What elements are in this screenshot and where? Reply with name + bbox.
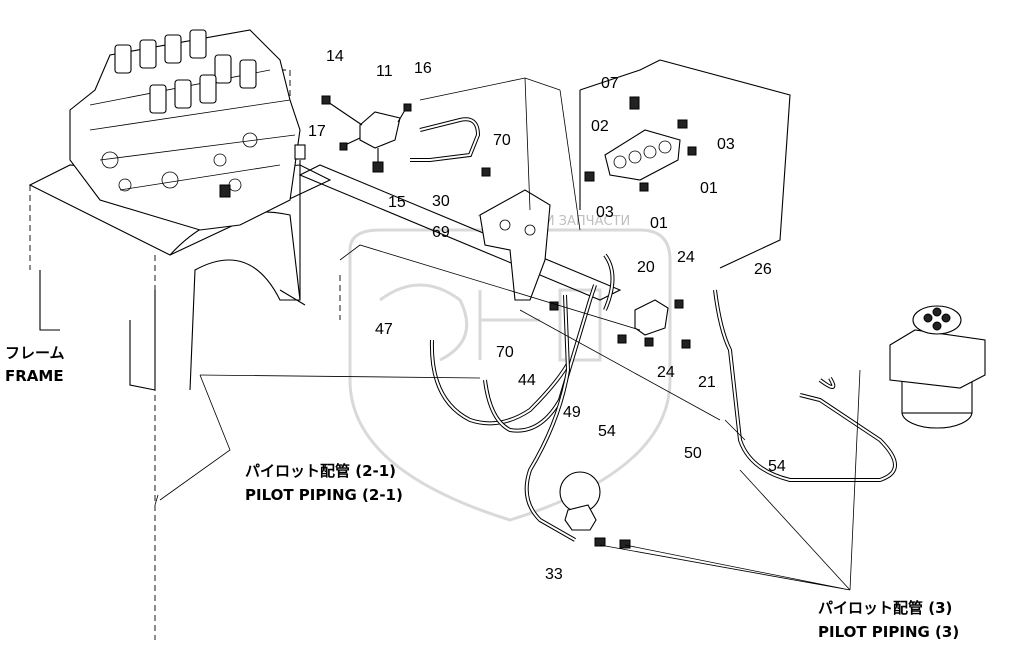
frame-caption-jp: フレーム [5, 344, 65, 362]
part-label-07: 07 [601, 75, 619, 92]
leader-lines [154, 77, 861, 591]
part-label-47: 47 [375, 321, 393, 338]
part-label-03b: 03 [596, 204, 614, 221]
control-valve [69, 29, 306, 231]
pilot-piping-21-caption-jp: パイロット配管 (2-1) [245, 462, 396, 480]
accumulator [559, 471, 631, 549]
frame-caption-en: FRAME [5, 367, 64, 385]
part-label-54a: 54 [598, 423, 616, 440]
part-label-03a: 03 [717, 136, 735, 153]
part-label-24b: 24 [657, 364, 675, 381]
part-label-50: 50 [684, 445, 702, 462]
valve-assembly-02 [579, 59, 791, 269]
part-label-44: 44 [518, 372, 536, 389]
part-label-24a: 24 [677, 249, 695, 266]
pilot-piping-3-caption-en: PILOT PIPING (3) [818, 623, 959, 641]
watermark-logo: ТЕХНИКА И ЗАПЧАСТИ [348, 214, 672, 522]
part-label-14: 14 [326, 48, 344, 65]
part-label-70b: 70 [496, 344, 514, 361]
swivel-joint [889, 305, 986, 429]
hose-30 [410, 117, 481, 162]
part-label-33: 33 [545, 566, 563, 583]
frame-outline [28, 69, 332, 640]
part-label-01a: 01 [700, 180, 718, 197]
bracket-plate [479, 167, 559, 311]
part-label-20: 20 [637, 259, 655, 276]
part-label-17: 17 [308, 123, 326, 140]
part-label-54b: 54 [768, 458, 786, 475]
part-label-16: 16 [414, 60, 432, 77]
pilot-piping-21-caption-en: PILOT PIPING (2-1) [245, 486, 403, 504]
part-label-11: 11 [376, 63, 393, 80]
part-label-30: 30 [432, 193, 450, 210]
part-label-70a: 70 [493, 132, 511, 149]
part-label-26: 26 [754, 261, 772, 278]
mounting-rail [298, 164, 622, 320]
captions: フレーム FRAME パイロット配管 (2-1) PILOT PIPING (2… [5, 344, 959, 641]
pilot-piping-3-caption-jp: パイロット配管 (3) [818, 599, 952, 617]
part-label-21: 21 [698, 374, 716, 391]
part-label-49: 49 [563, 404, 581, 421]
part-label-69: 69 [432, 224, 450, 241]
hose-group [429, 253, 897, 542]
part-label-15: 15 [388, 194, 406, 211]
part-label-01b: 01 [650, 215, 668, 232]
solenoid-block [321, 95, 412, 173]
part-labels: 14 11 16 17 15 30 70 69 70 07 02 03 03 0… [308, 48, 786, 583]
part-label-02: 02 [591, 118, 609, 135]
relay-block-20 [617, 299, 691, 349]
